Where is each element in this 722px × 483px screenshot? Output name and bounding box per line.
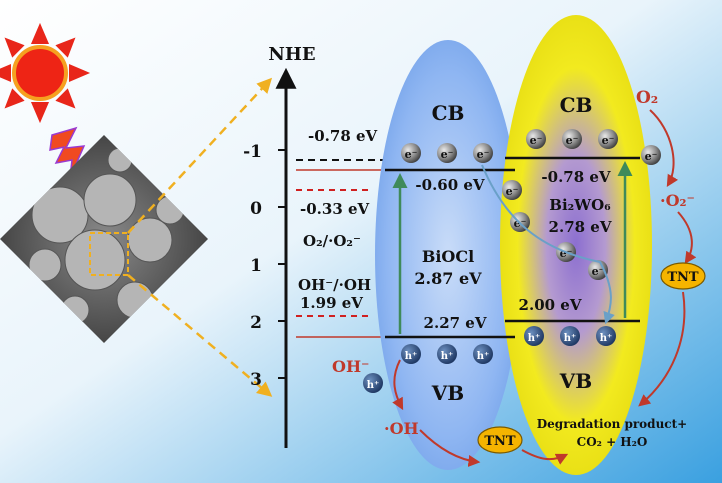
bi2wo6-band-ellipse (500, 15, 652, 475)
bi2wo6-vb-edge-value: 2.00 eV (519, 296, 582, 314)
tick-label: 2 (250, 313, 262, 333)
hole-particle (363, 373, 383, 393)
tick-label: -1 (243, 142, 262, 162)
electron-label: e⁻ (566, 134, 579, 147)
electron-label: e⁻ (645, 150, 658, 163)
o2-reduction-arrow (649, 109, 679, 188)
bi2wo6-cb-edge-value: -0.78 eV (541, 168, 611, 186)
hole-label: h⁺ (564, 333, 577, 344)
tnt-node-bottom (477, 426, 523, 454)
electron-label: e⁻ (530, 134, 543, 147)
bioci-vb-edge-value: 2.27 eV (424, 314, 487, 332)
o2-potential-value: -0.33 eV (300, 200, 370, 218)
o2-couple-label: O₂/·O₂⁻ (303, 232, 361, 250)
tick-label: 0 (250, 199, 262, 219)
bioci-name: BiOCl (422, 247, 474, 266)
bioci-gap: 2.87 eV (414, 269, 482, 288)
electron-label: e⁻ (602, 134, 615, 147)
hydroxide-label: OH⁻ (332, 357, 370, 376)
tnt-label: TNT (484, 434, 516, 449)
hole-label: h⁺ (405, 351, 418, 362)
bioci-vb-label: VB (431, 381, 464, 405)
axis-title: NHE (268, 44, 315, 65)
bi2wo6-gap: 2.78 eV (549, 218, 612, 236)
hole-label: h⁺ (600, 333, 613, 344)
bi2wo6-name: Bi₂WO₆ (549, 196, 611, 214)
nhe-axis: NHE -1 0 1 2 3 (243, 44, 316, 448)
tnt-to-product-arrow-bottom (521, 449, 569, 465)
hole-label: h⁺ (367, 380, 380, 391)
hole-label: h⁺ (528, 333, 541, 344)
bioci-vb-holes: h⁺ h⁺ h⁺ (401, 344, 493, 364)
product-line-2: CO₂ + H₂O (577, 435, 648, 449)
bi2wo6-cb-label: CB (560, 93, 593, 117)
tnt-node-right (660, 262, 706, 290)
superoxide-label: ·O₂⁻ (660, 191, 695, 210)
zoom-line-lower (127, 274, 273, 397)
oh-potential-value: 1.99 eV (300, 294, 363, 312)
electron-label: e⁻ (441, 148, 454, 161)
tnt-label: TNT (667, 270, 699, 285)
cb-potential-label: -0.78 eV (308, 127, 378, 145)
tick-label: 3 (250, 370, 262, 390)
bioci-cb-edge-value: -0.60 eV (415, 176, 485, 194)
bi2wo6-cb-electrons: e⁻ e⁻ e⁻ e⁻ (526, 129, 661, 165)
bioci-cb-label: CB (432, 101, 465, 125)
electron-label: e⁻ (477, 148, 490, 161)
charge-transfer-arrow (481, 164, 615, 325)
oxidation-arrow (392, 359, 404, 411)
hole-label: h⁺ (441, 351, 454, 362)
hydroxyl-radical-label: ·OH (384, 419, 419, 438)
bi2wo6-vb-label: VB (559, 369, 592, 393)
zoom-line-upper (127, 77, 273, 234)
product-line-1: Degradation product+ (537, 417, 687, 431)
electron-label: e⁻ (405, 148, 418, 161)
tick-label: 1 (250, 256, 262, 276)
tnt-to-product-arrow-right (638, 291, 686, 407)
o2-label: O₂ (636, 88, 658, 108)
oh-couple-label: OH⁻/·OH (298, 276, 371, 294)
radical-to-tnt-arrow (419, 429, 481, 467)
electron-label: e⁻ (592, 265, 605, 278)
bi2wo6-vb-holes: h⁺ h⁺ h⁺ (524, 326, 616, 346)
bioci-cb-electrons: e⁻ e⁻ e⁻ (401, 143, 493, 163)
superoxide-to-tnt-arrow (677, 211, 697, 264)
hole-label: h⁺ (477, 351, 490, 362)
electron-label: e⁻ (506, 185, 519, 198)
sun-icon (0, 22, 91, 124)
